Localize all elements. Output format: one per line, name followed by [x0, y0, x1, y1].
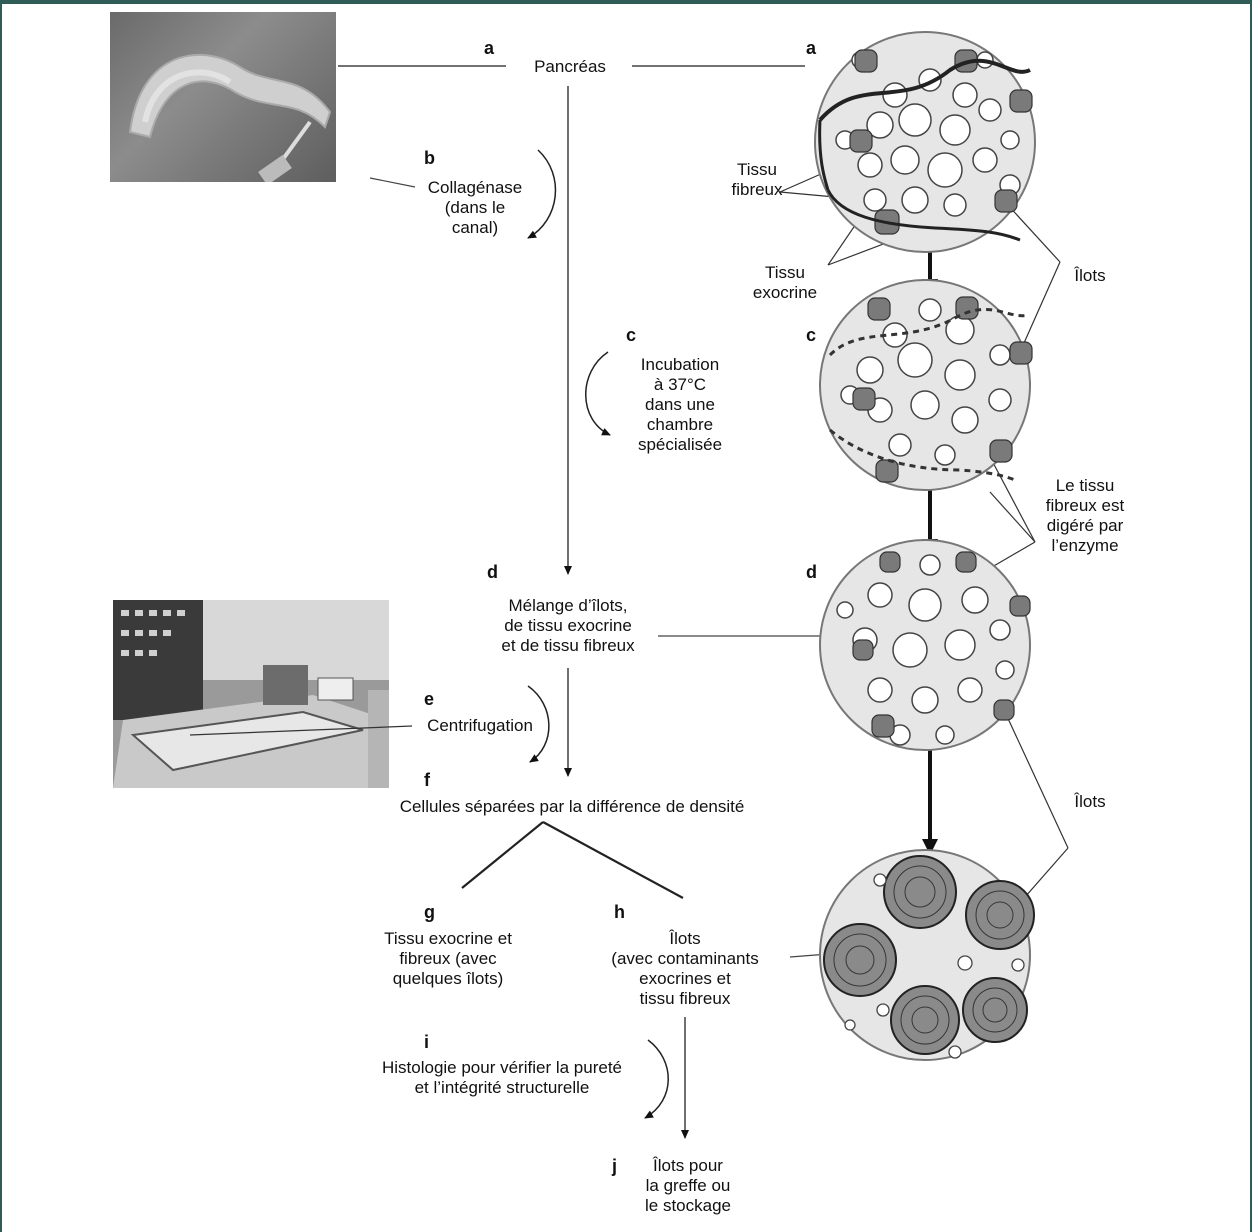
incubation-curved-arrow: [586, 352, 610, 435]
step-a-letter: a: [484, 38, 494, 58]
step-g-letter: g: [424, 902, 435, 922]
centrifugation-leader: [190, 726, 412, 735]
ilots-bottom-leader-1: [1005, 712, 1068, 848]
ilots-top-label: Îlots: [1060, 266, 1120, 286]
step-a-label: Pancréas: [508, 57, 632, 77]
circle-c-letter: c: [806, 325, 816, 345]
tissue-circle-islets: [820, 850, 1034, 1060]
step-f-letter: f: [424, 770, 430, 790]
step-b-letter: b: [424, 148, 435, 168]
ilots-top-leader-2: [1020, 262, 1060, 352]
branch-left: [462, 822, 543, 888]
step-j-letter: j: [612, 1156, 617, 1176]
ilots-bottom-label: Îlots: [1060, 792, 1120, 812]
circle-a-letter: a: [806, 38, 816, 58]
step-c-letter: c: [626, 325, 636, 345]
step-e-label: Centrifugation: [414, 716, 546, 736]
step-f-label: Cellules séparées par la différence de d…: [350, 797, 794, 817]
tissue-circle-c: [820, 280, 1032, 490]
step-e-letter: e: [424, 689, 434, 709]
tissue-circle-d: [820, 540, 1030, 750]
ilots-top-leader-1: [1006, 203, 1060, 262]
step-i-letter: i: [424, 1032, 429, 1052]
step-d-letter: d: [487, 562, 498, 582]
collagenase-leader: [370, 178, 415, 187]
step-h-letter: h: [614, 902, 625, 922]
branch-right: [543, 822, 683, 898]
tissue-circle-a: [815, 32, 1035, 252]
circle-d-letter: d: [806, 562, 817, 582]
